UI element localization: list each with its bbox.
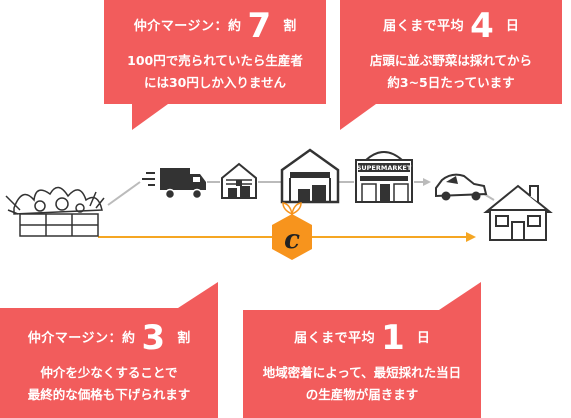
callout-text-line1: 地域密着によって、最短採れた当日: [262, 365, 462, 380]
callout-number: 1: [381, 318, 405, 358]
callout-heading: 届くまで平均: [294, 331, 376, 346]
sprout-icon: [282, 202, 302, 216]
callout-text-line1: 仲介を少なくすることで: [40, 365, 178, 380]
callout-unit: 割: [283, 19, 297, 34]
traditional-route-lines: [107, 181, 495, 206]
callout-text-line1: 店頭に並ぶ野菜は採れてから: [369, 53, 533, 68]
callout-text-line2: 約3~5日たっています: [387, 75, 515, 90]
callout-text-line1: 100円で売られていたら生産者: [127, 53, 303, 68]
large-warehouse-icon: [280, 148, 340, 204]
callout-text-line2: の生産物が届きます: [305, 387, 419, 402]
supermarket-icon: SUPERMARKET: [355, 151, 413, 203]
small-warehouse-icon: [221, 162, 257, 199]
callout-unit: 割: [177, 331, 191, 346]
callout-text-line2: 最終的な価格も下げられます: [27, 387, 191, 402]
callout-heading: 仲介マージン：約: [27, 331, 136, 346]
callout-text-line2: には30円しか入りません: [143, 75, 287, 90]
callout-heading: 届くまで平均: [383, 19, 465, 34]
direct-route-arrowhead: [466, 232, 476, 242]
callout-number: 4: [470, 6, 494, 46]
house-icon: [483, 184, 553, 241]
callout-pointer: [178, 282, 218, 308]
car-icon: [435, 173, 488, 201]
callout-pointer: [132, 104, 168, 130]
callout-number: 3: [141, 318, 166, 358]
supermarket-sign-text: SUPERMARKET: [357, 164, 412, 172]
delivery-truck-icon: [142, 168, 206, 200]
flow-arrowhead: [423, 178, 431, 186]
callout-unit: 日: [416, 331, 430, 346]
brand-logo: c: [272, 202, 312, 260]
callout-unit: 日: [505, 19, 519, 34]
callout-heading: 仲介マージン：約: [133, 19, 242, 34]
callout-pointer: [439, 282, 481, 310]
callout-number: 7: [247, 6, 272, 46]
brand-logo-letter: c: [284, 225, 300, 255]
vegetable-crate-icon: [5, 186, 105, 237]
callout-pointer: [340, 104, 376, 130]
